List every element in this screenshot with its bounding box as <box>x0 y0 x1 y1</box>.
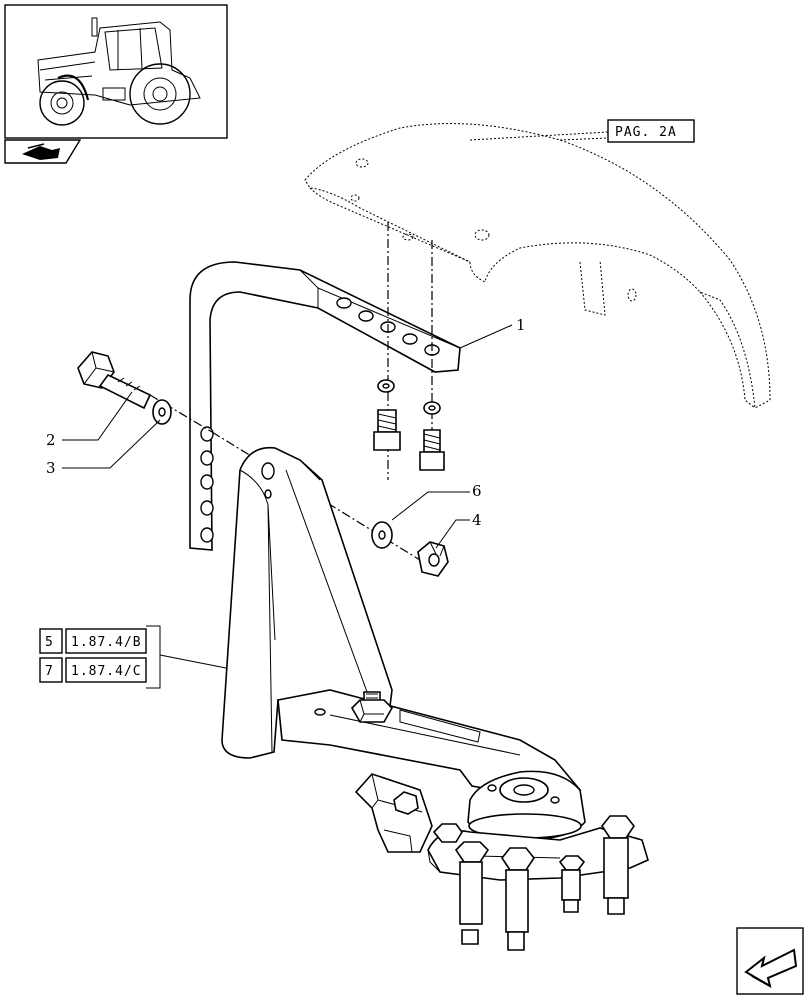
callout-1: 1 <box>516 316 526 334</box>
ref-row-7[interactable]: 7 1.87.4/C <box>39 657 147 683</box>
washer-large-left <box>152 399 172 425</box>
washer-small-a <box>377 379 395 393</box>
ref-row-5[interactable]: 5 1.87.4/B <box>39 628 147 654</box>
washer-small-b <box>423 401 441 415</box>
top-bolt-stack <box>351 691 393 723</box>
stand-bracket <box>221 446 393 759</box>
callout-6: 6 <box>472 482 482 500</box>
page-ref-label: PAG. 2A <box>615 125 677 140</box>
flange-bolt-4 <box>558 855 586 913</box>
ref-code-7: 1.87.4/C <box>71 664 142 679</box>
bolt-short-b <box>419 429 445 471</box>
callout-3: 3 <box>46 459 56 477</box>
flange-bolt-2 <box>501 847 535 951</box>
previous-page-icon[interactable] <box>4 139 82 164</box>
ref-code-5: 1.87.4/B <box>71 635 142 650</box>
bolt-hex-long <box>77 351 152 410</box>
clamp-block <box>354 773 433 853</box>
flange-bolt-1 <box>454 841 490 945</box>
washer-large-right <box>371 521 393 549</box>
page-ref-box[interactable]: PAG. 2A <box>607 119 695 143</box>
hex-nut <box>417 541 449 577</box>
ref-item-5: 5 <box>45 635 54 650</box>
ref-item-7: 7 <box>45 664 54 679</box>
callout-2: 2 <box>46 431 56 449</box>
fender-outline <box>304 123 771 409</box>
reference-table: 5 1.87.4/B 7 1.87.4/C <box>39 625 161 689</box>
callout-4: 4 <box>472 511 482 529</box>
tractor-thumbnail <box>4 4 228 139</box>
flange-bolt-5 <box>601 815 635 915</box>
leader-lines <box>62 131 609 669</box>
bolt-short-a <box>373 409 401 451</box>
flange-bolt-3 <box>432 823 463 843</box>
next-page-icon[interactable] <box>736 927 804 995</box>
